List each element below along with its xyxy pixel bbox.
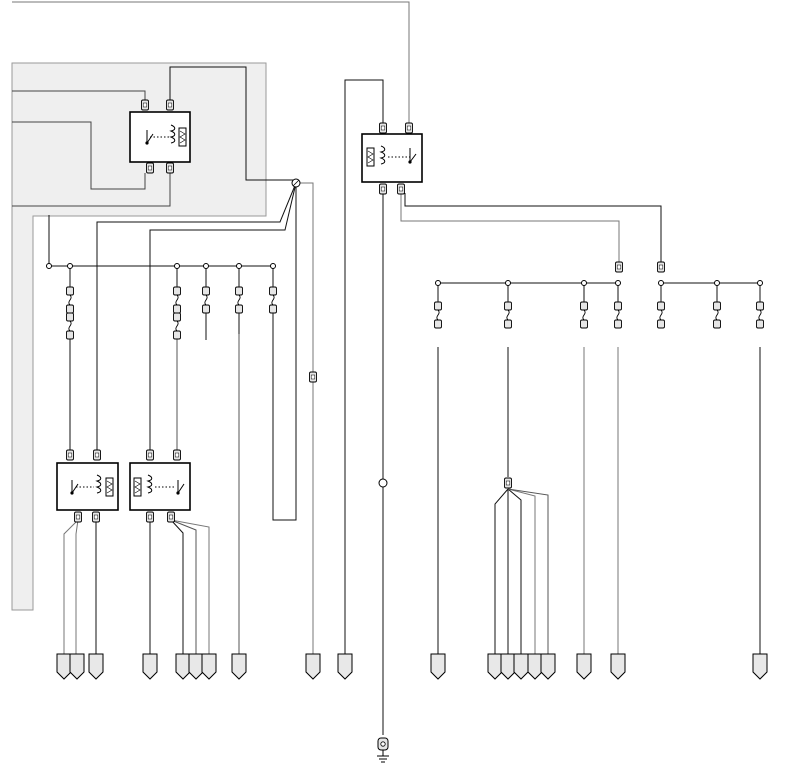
relay-top-right [361, 133, 423, 183]
relay-top-left [129, 111, 191, 163]
terminals [56, 653, 768, 680]
wires [12, 1, 761, 735]
relay-bottom-1 [56, 462, 119, 511]
relay-bottom-2 [129, 462, 191, 511]
ground-icon [377, 737, 389, 763]
splice-nodes [46, 263, 763, 286]
fuse-leads [69, 266, 761, 334]
fuses [66, 286, 764, 340]
gray-panel [11, 62, 267, 611]
inline-connector-icon [378, 478, 388, 488]
